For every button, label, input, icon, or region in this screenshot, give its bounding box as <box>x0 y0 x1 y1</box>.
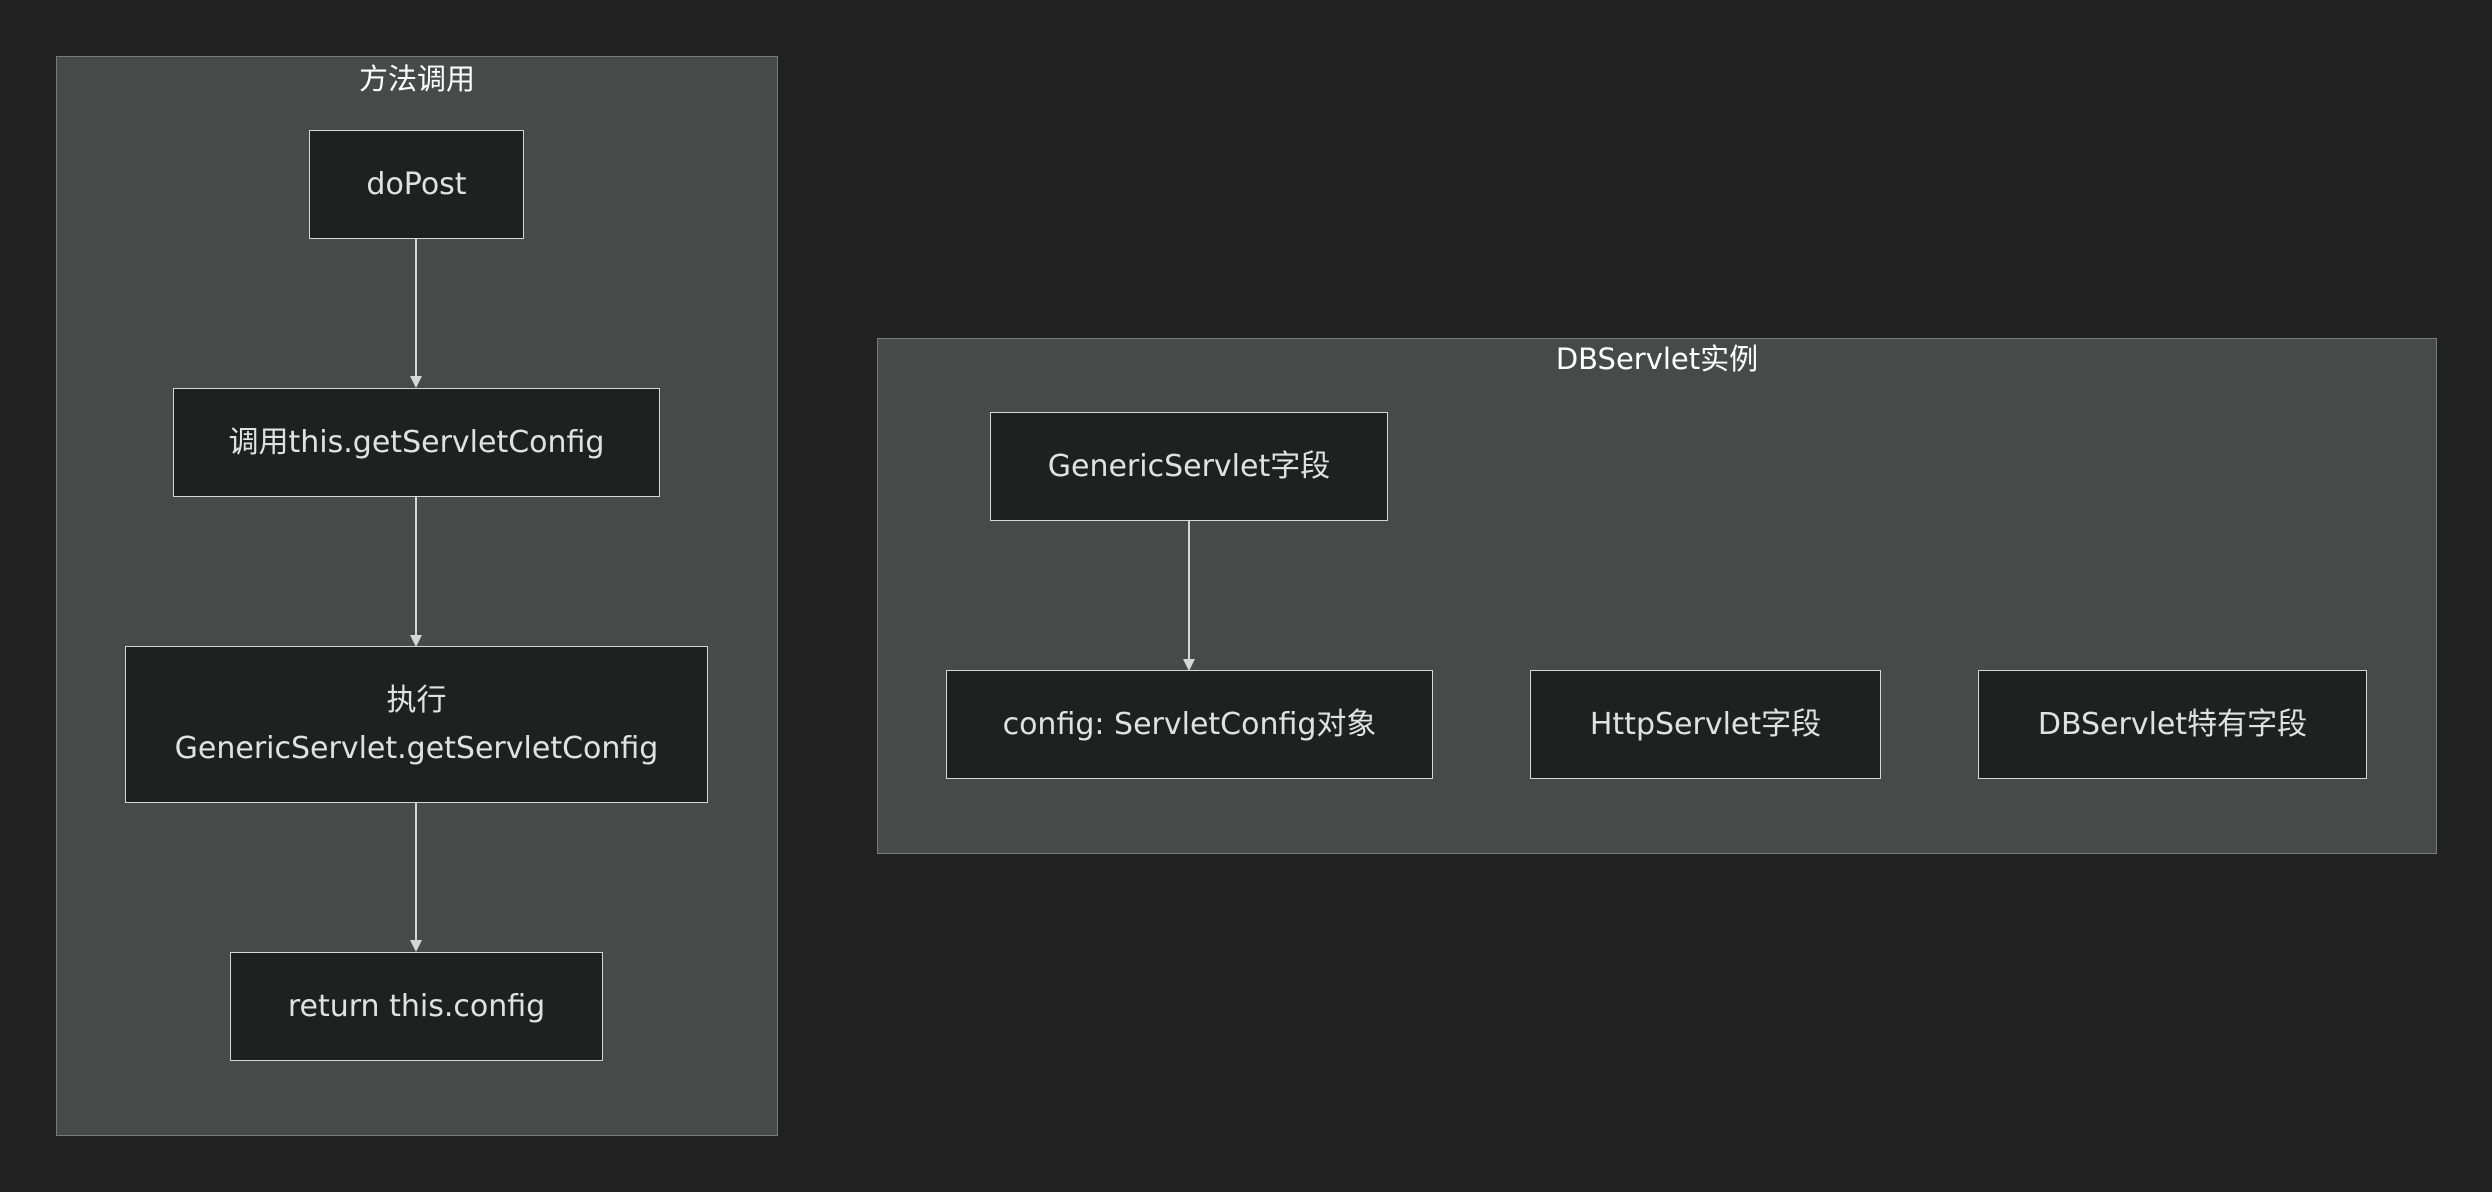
node-call-get-servlet-config-label: 调用this.getServletConfig <box>228 424 605 460</box>
node-dbservlet-specific-fields-label: DBServlet特有字段 <box>2037 706 2308 742</box>
node-http-servlet-fields-label: HttpServlet字段 <box>1589 706 1822 742</box>
node-exec-generic-get-servlet-config[interactable]: 执行 GenericServlet.getServletConfig <box>125 646 708 803</box>
node-dopost-label: doPost <box>366 166 467 202</box>
node-http-servlet-fields[interactable]: HttpServlet字段 <box>1530 670 1881 779</box>
node-config-servlet-config-label: config: ServletConfig对象 <box>1002 706 1377 742</box>
node-dopost[interactable]: doPost <box>309 130 524 239</box>
node-generic-servlet-fields-label: GenericServlet字段 <box>1047 448 1331 484</box>
node-call-get-servlet-config[interactable]: 调用this.getServletConfig <box>173 388 660 497</box>
node-return-config[interactable]: return this.config <box>230 952 603 1061</box>
node-exec-line1: 执行 <box>386 682 447 718</box>
cluster-title-method-call: 方法调用 <box>358 62 475 96</box>
node-config-servlet-config[interactable]: config: ServletConfig对象 <box>946 670 1433 779</box>
node-dbservlet-specific-fields[interactable]: DBServlet特有字段 <box>1978 670 2367 779</box>
cluster-title-dbservlet-instance: DBServlet实例 <box>1555 342 1759 376</box>
node-generic-servlet-fields[interactable]: GenericServlet字段 <box>990 412 1388 521</box>
node-exec-line2: GenericServlet.getServletConfig <box>174 730 659 766</box>
node-return-config-label: return this.config <box>287 988 546 1024</box>
